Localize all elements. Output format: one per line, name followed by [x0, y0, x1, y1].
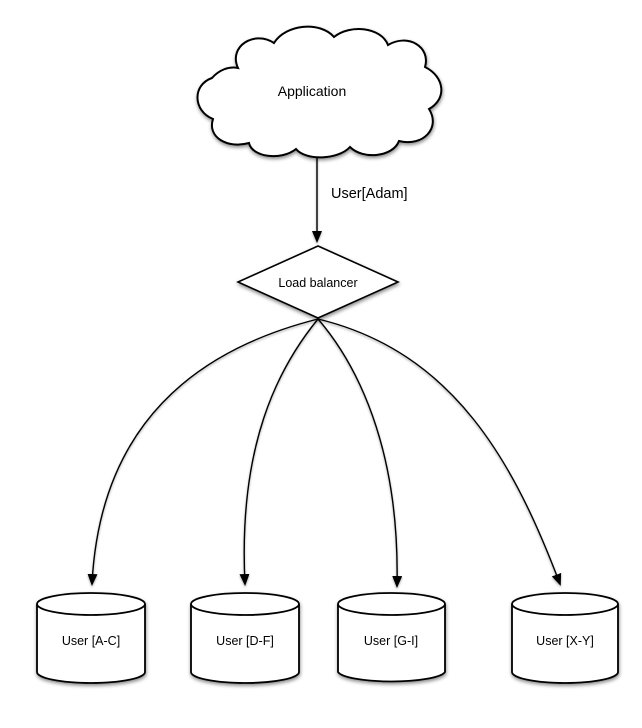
application-label: Application	[278, 83, 347, 99]
diamond-shape	[236, 245, 400, 319]
shard-gi-label: User [G-I]	[364, 634, 418, 648]
edge-loadbalancer-to-shard-df	[239, 318, 319, 586]
shard-xy-label: User [X-Y]	[536, 634, 594, 648]
cylinder-top	[511, 592, 619, 616]
edges	[87, 153, 562, 588]
node-shard-ac: User [A-C]	[36, 592, 146, 684]
node-load-balancer: Load balancer	[236, 245, 400, 319]
cylinder-top	[190, 592, 300, 616]
node-shard-xy: User [X-Y]	[511, 592, 619, 684]
cylinder-body	[511, 604, 619, 684]
edge-loadbalancer-to-shard-gi	[317, 318, 403, 588]
node-shard-df: User [D-F]	[190, 592, 300, 684]
shard-ac-label: User [A-C]	[62, 634, 120, 648]
shard-df-label: User [D-F]	[216, 634, 274, 648]
cylinder-top	[337, 592, 446, 616]
cylinder-body	[337, 604, 446, 683]
edge-loadbalancer-to-shard-ac	[87, 318, 319, 586]
edge-loadbalancer-to-shard-xy	[317, 318, 562, 586]
cloud-shape	[196, 25, 443, 159]
edge-label-user-adam: User[Adam]	[331, 186, 408, 202]
node-application: Application	[196, 25, 443, 159]
load-balancer-label: Load balancer	[278, 276, 357, 290]
cylinder-top	[36, 592, 146, 616]
cylinder-body	[36, 604, 146, 684]
cylinder-body	[190, 604, 300, 684]
node-shard-gi: User [G-I]	[337, 592, 446, 683]
